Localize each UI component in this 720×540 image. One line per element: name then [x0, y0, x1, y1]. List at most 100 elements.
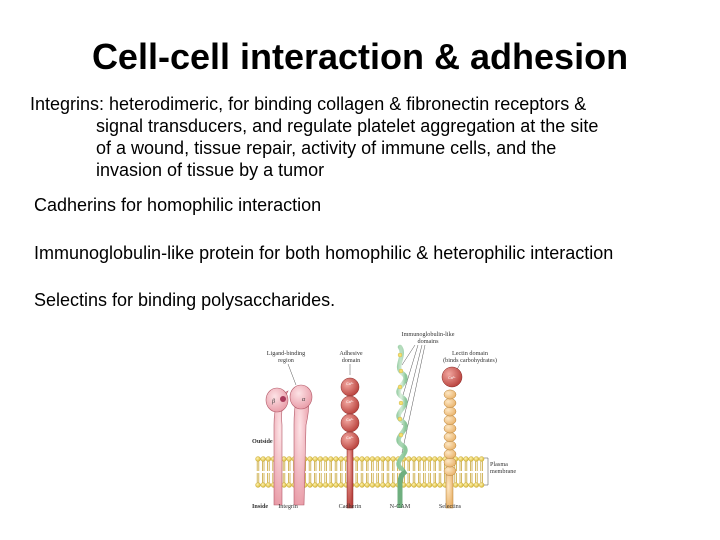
lipid-head [307, 456, 313, 462]
lipid-tail [454, 473, 457, 483]
lipid-tail [314, 473, 317, 483]
lipid-tail [282, 473, 286, 483]
lipid-tail [267, 473, 270, 483]
lipid-head [317, 482, 324, 488]
lipid-tail [340, 461, 343, 471]
lipid-tail [423, 473, 426, 483]
slide-title: Cell-cell interaction & adhesion [91, 36, 629, 77]
lipid-tail [324, 461, 327, 471]
lipid-head [354, 456, 360, 462]
lipid-head [458, 456, 464, 462]
label-adhesive-2: domain [342, 357, 361, 364]
lipid-tail [360, 473, 364, 483]
lipid-tail [423, 461, 426, 471]
label-cadherin: Cadherin [339, 503, 362, 510]
lipid-head [328, 456, 334, 462]
lipid-head [390, 482, 396, 488]
lipid-tail [386, 473, 390, 483]
selectin-repeat [443, 457, 457, 468]
lipid-tail [288, 473, 291, 483]
cadherin-ca-1: Ca²⁺ [346, 382, 354, 386]
lipid-head [473, 482, 480, 488]
lipid-tail [256, 461, 260, 471]
label-ncam: N-CAM [390, 503, 411, 510]
lipid-head [426, 482, 433, 488]
cadherin-molecule: Ca²⁺ Ca²⁺ Ca²⁺ Ca²⁺ [340, 377, 360, 509]
lipid-tail [360, 461, 364, 471]
label-plasma-1: Plasma [490, 461, 508, 468]
lipid-tail [418, 461, 421, 471]
lipid-head [468, 456, 474, 462]
lipid-tail [433, 461, 436, 471]
lipid-head [406, 456, 412, 462]
label-integrin: Integrin [278, 503, 298, 510]
lipid-tail [376, 473, 379, 483]
lipid-tail [433, 473, 436, 483]
label-ig-like-2: domains [418, 338, 440, 345]
lipid-head [354, 482, 360, 488]
lipid-head [432, 482, 438, 488]
lipid-head [265, 482, 272, 488]
lipid-head [473, 456, 480, 462]
lipid-head [312, 482, 318, 488]
lipid-tail [418, 473, 421, 483]
lipid-head [374, 456, 381, 462]
lipid-tail [428, 461, 431, 471]
lipid-head [328, 482, 334, 488]
lipid-tail [334, 461, 338, 471]
lipid-head [390, 456, 396, 462]
label-ig-like-1: Immunoglobulin-like [402, 331, 455, 338]
lipid-tail [262, 461, 265, 471]
integrins-line-2: signal transducers, and regulate platele… [96, 116, 599, 136]
label-ligand-binding-1: Ligand-binding [267, 350, 306, 357]
lipid-tail [314, 461, 317, 471]
lipid-head [385, 456, 391, 462]
label-inside: Inside [252, 503, 268, 510]
lipid-head [307, 482, 313, 488]
lipid-head [416, 482, 422, 488]
lipid-head [416, 456, 422, 462]
lipid-head [260, 482, 266, 488]
lipid-head [359, 456, 365, 462]
selectin-repeat [443, 466, 457, 476]
lipid-head [411, 482, 417, 488]
lipid-head [338, 482, 344, 488]
lipid-tail [386, 461, 390, 471]
lipid-tail [412, 473, 416, 483]
cadherin-ca-4: Ca²⁺ [346, 436, 354, 440]
label-plasma-2: membrane [490, 468, 516, 475]
label-lectin-1: Lectin domain [452, 350, 488, 357]
selectin-repeat [443, 432, 457, 442]
lipid-tail [459, 473, 462, 483]
lipid-tail [480, 473, 483, 483]
lipid-head [286, 482, 292, 488]
lipid-tail [470, 461, 473, 471]
bullet-selectins: Selectins for binding polysaccharides. [34, 290, 336, 310]
lipid-tail [308, 473, 312, 483]
lipid-tail [355, 461, 358, 471]
lipid-head [380, 482, 386, 488]
ncam-molecule [396, 344, 408, 508]
integrin-beta-label: β [271, 399, 275, 405]
lipid-tail [381, 461, 384, 471]
lipid-tail [371, 461, 374, 471]
lipid-tail [459, 461, 462, 471]
lipid-head [452, 482, 459, 488]
lipid-head [380, 456, 386, 462]
integrins-line-3: of a wound, tissue repair, activity of i… [96, 138, 557, 158]
lipid-head [369, 482, 376, 488]
lipid-tail [392, 473, 395, 483]
lipid-tail [267, 461, 270, 471]
lipid-head [322, 482, 329, 488]
lipid-head [411, 456, 417, 462]
lipid-head [463, 456, 469, 462]
lipid-tail [319, 461, 322, 471]
lipid-tail [475, 473, 478, 483]
lipid-head [317, 456, 324, 462]
lipid-head [338, 456, 344, 462]
lipid-head [322, 456, 329, 462]
integrin-molecule: β α [265, 384, 313, 506]
lipid-head [364, 482, 370, 488]
lipid-head [374, 482, 381, 488]
lipid-head [468, 482, 474, 488]
